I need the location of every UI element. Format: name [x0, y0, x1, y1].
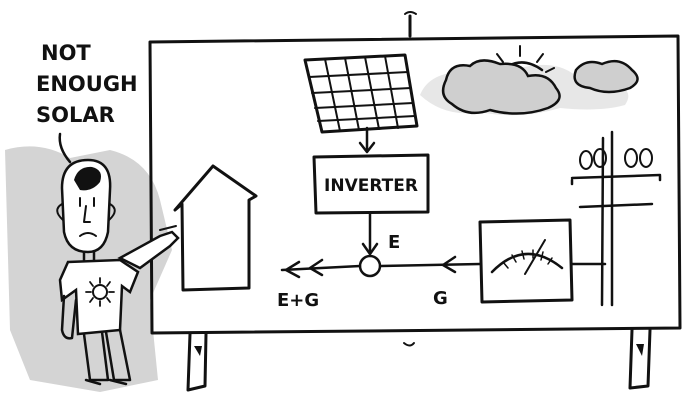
energy-label: E	[388, 232, 400, 253]
combined-label: E+G	[277, 290, 319, 311]
speech-line-2: ENOUGH	[36, 72, 138, 96]
speech-line-3: SOLAR	[36, 103, 115, 127]
junction-node	[358, 254, 382, 278]
grid-label: G	[433, 288, 448, 309]
arrow-inverter-to-node: E	[361, 211, 400, 256]
person-figure	[56, 158, 180, 386]
arrow-panel-to-inverter	[358, 126, 376, 154]
sun-icon	[85, 277, 115, 307]
solar-panel-icon	[303, 53, 419, 134]
utility-pole-icon	[570, 130, 662, 307]
inverter-box: INVERTER	[312, 153, 430, 215]
speech-tail	[58, 132, 72, 164]
sun-cloud-icon	[441, 45, 639, 115]
grid-flow-line: G	[378, 255, 482, 309]
whiteboard	[148, 11, 682, 392]
speech-text: NOT ENOUGH SOLAR	[36, 41, 138, 164]
inverter-label: INVERTER	[324, 176, 418, 196]
combined-flow-line: E+G	[277, 258, 362, 311]
house-icon	[173, 164, 258, 292]
speech-line-1: NOT	[41, 41, 91, 65]
meter-icon	[478, 218, 574, 304]
